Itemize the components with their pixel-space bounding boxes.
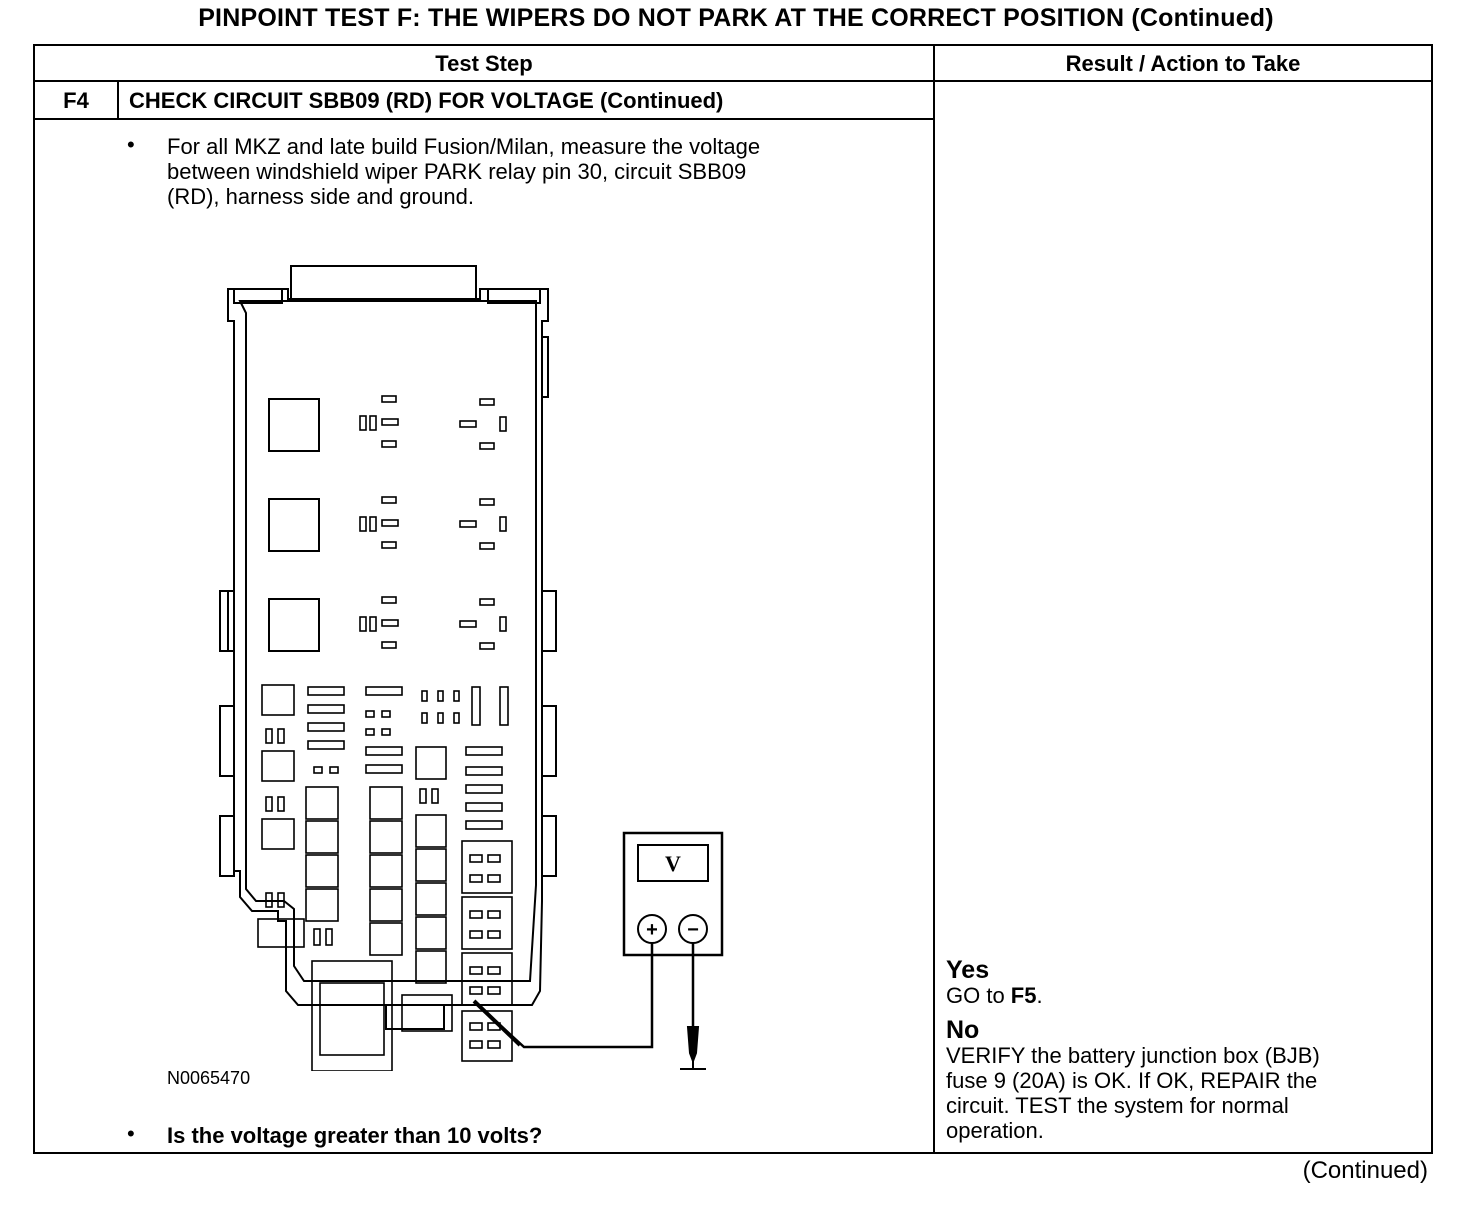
fuse-array <box>257 684 513 1071</box>
step-title-rule <box>35 118 933 120</box>
question-text: Is the voltage greater than 10 volts? <box>167 1123 543 1148</box>
no-label: No <box>946 1016 980 1044</box>
no-action-line: fuse 9 (20A) is OK. If OK, REPAIR the <box>946 1068 1318 1093</box>
header-rule <box>35 80 1431 82</box>
no-action-line: VERIFY the battery junction box (BJB) <box>946 1043 1320 1068</box>
instruction-line: For all MKZ and late build Fusion/Milan,… <box>167 134 761 159</box>
figure-id: N0065470 <box>167 1068 251 1088</box>
instruction-line: between windshield wiper PARK relay pin … <box>167 159 747 184</box>
instruction-text: For all MKZ and late build Fusion/Milan,… <box>167 134 760 209</box>
negative-terminal-label: − <box>687 919 699 941</box>
result-yes: Yes GO to F5. <box>946 956 1416 1009</box>
relay-socket <box>359 496 507 550</box>
yes-action-suffix: . <box>1036 983 1043 1008</box>
yes-action-target: F5 <box>1010 983 1037 1008</box>
yes-action: GO to F5. <box>946 983 1416 1008</box>
bullet-glyph: • <box>127 1121 135 1146</box>
no-action-line: circuit. TEST the system for normal <box>946 1093 1289 1118</box>
page-title: PINPOINT TEST F: THE WIPERS DO NOT PARK … <box>198 4 1274 32</box>
test-table: Test Step Result / Action to Take F4 CHE… <box>33 44 1433 1154</box>
ground-icon <box>680 1026 706 1070</box>
yes-action-prefix: GO to <box>946 983 1011 1008</box>
step-id: F4 <box>63 88 89 113</box>
result-no: No VERIFY the battery junction box (BJB)… <box>946 1016 1416 1144</box>
col-result-header: Result / Action to Take <box>1065 51 1301 76</box>
no-action-line: operation. <box>946 1118 1044 1143</box>
step-id-divider <box>117 82 119 118</box>
connector-tab-top <box>290 265 477 301</box>
column-divider <box>933 46 935 1152</box>
continued-footer: (Continued) <box>1302 1157 1428 1184</box>
meter-display-label: V <box>665 851 681 876</box>
instruction-line: (RD), harness side and ground. <box>167 184 474 209</box>
junction-box-diagram: V + − <box>219 265 724 1071</box>
relay-socket <box>359 596 507 650</box>
relay-socket <box>359 395 507 450</box>
bullet-glyph: • <box>127 132 135 157</box>
step-title: CHECK CIRCUIT SBB09 (RD) FOR VOLTAGE (Co… <box>129 88 724 113</box>
col-test-step-header: Test Step <box>435 51 533 76</box>
yes-label: Yes <box>946 956 990 984</box>
voltmeter: V + − <box>622 831 724 957</box>
positive-terminal-label: + <box>646 919 658 941</box>
